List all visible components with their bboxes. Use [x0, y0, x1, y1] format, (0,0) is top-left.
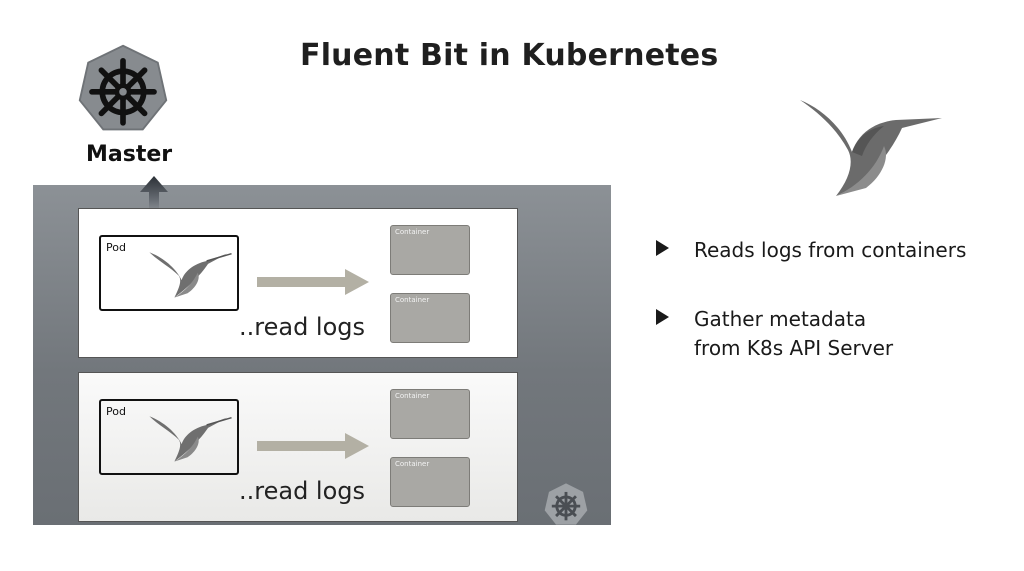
kubernetes-watermark-icon [544, 483, 588, 525]
feature-list: Reads logs from containers Gather metada… [654, 236, 1014, 403]
bullet-text: from K8s API Server [694, 336, 894, 360]
bullet-triangle-icon [656, 309, 669, 325]
pod-box: Pod [99, 235, 239, 311]
pod-box: Pod [99, 399, 239, 475]
up-arrow-icon [140, 176, 168, 232]
container-box: Container [390, 225, 470, 275]
master-label: Master [86, 142, 173, 167]
fluent-bit-bird-icon [149, 252, 232, 298]
bullet-text: Reads logs from containers [694, 238, 967, 262]
container-label: Container [395, 228, 430, 236]
bullet-gather-metadata: Gather metadata from K8s API Server [654, 305, 1014, 363]
container-box: Container [390, 389, 470, 439]
bullet-reads-logs: Reads logs from containers [654, 236, 1014, 265]
flow-arrow-icon [257, 269, 369, 295]
read-logs-text: ..read logs [239, 477, 366, 505]
worker-node-2: Pod ..read logs Container Container [78, 372, 518, 522]
kubernetes-master-icon [78, 44, 168, 131]
pod-label: Pod [106, 405, 126, 418]
container-label: Container [395, 392, 430, 400]
flow-arrow-icon [257, 433, 369, 459]
page-title: Fluent Bit in Kubernetes [300, 38, 719, 73]
worker-node-1: Pod ..read logs Container Container [78, 208, 518, 358]
container-box: Container [390, 457, 470, 507]
container-label: Container [395, 296, 430, 304]
bullet-text: Gather metadata [694, 307, 867, 331]
container-box: Container [390, 293, 470, 343]
pod-label: Pod [106, 241, 126, 254]
read-logs-text: ..read logs [239, 313, 366, 341]
container-label: Container [395, 460, 430, 468]
fluent-bit-bird-icon [149, 416, 232, 462]
bullet-triangle-icon [656, 240, 669, 256]
fluent-bit-logo-icon [800, 100, 942, 196]
